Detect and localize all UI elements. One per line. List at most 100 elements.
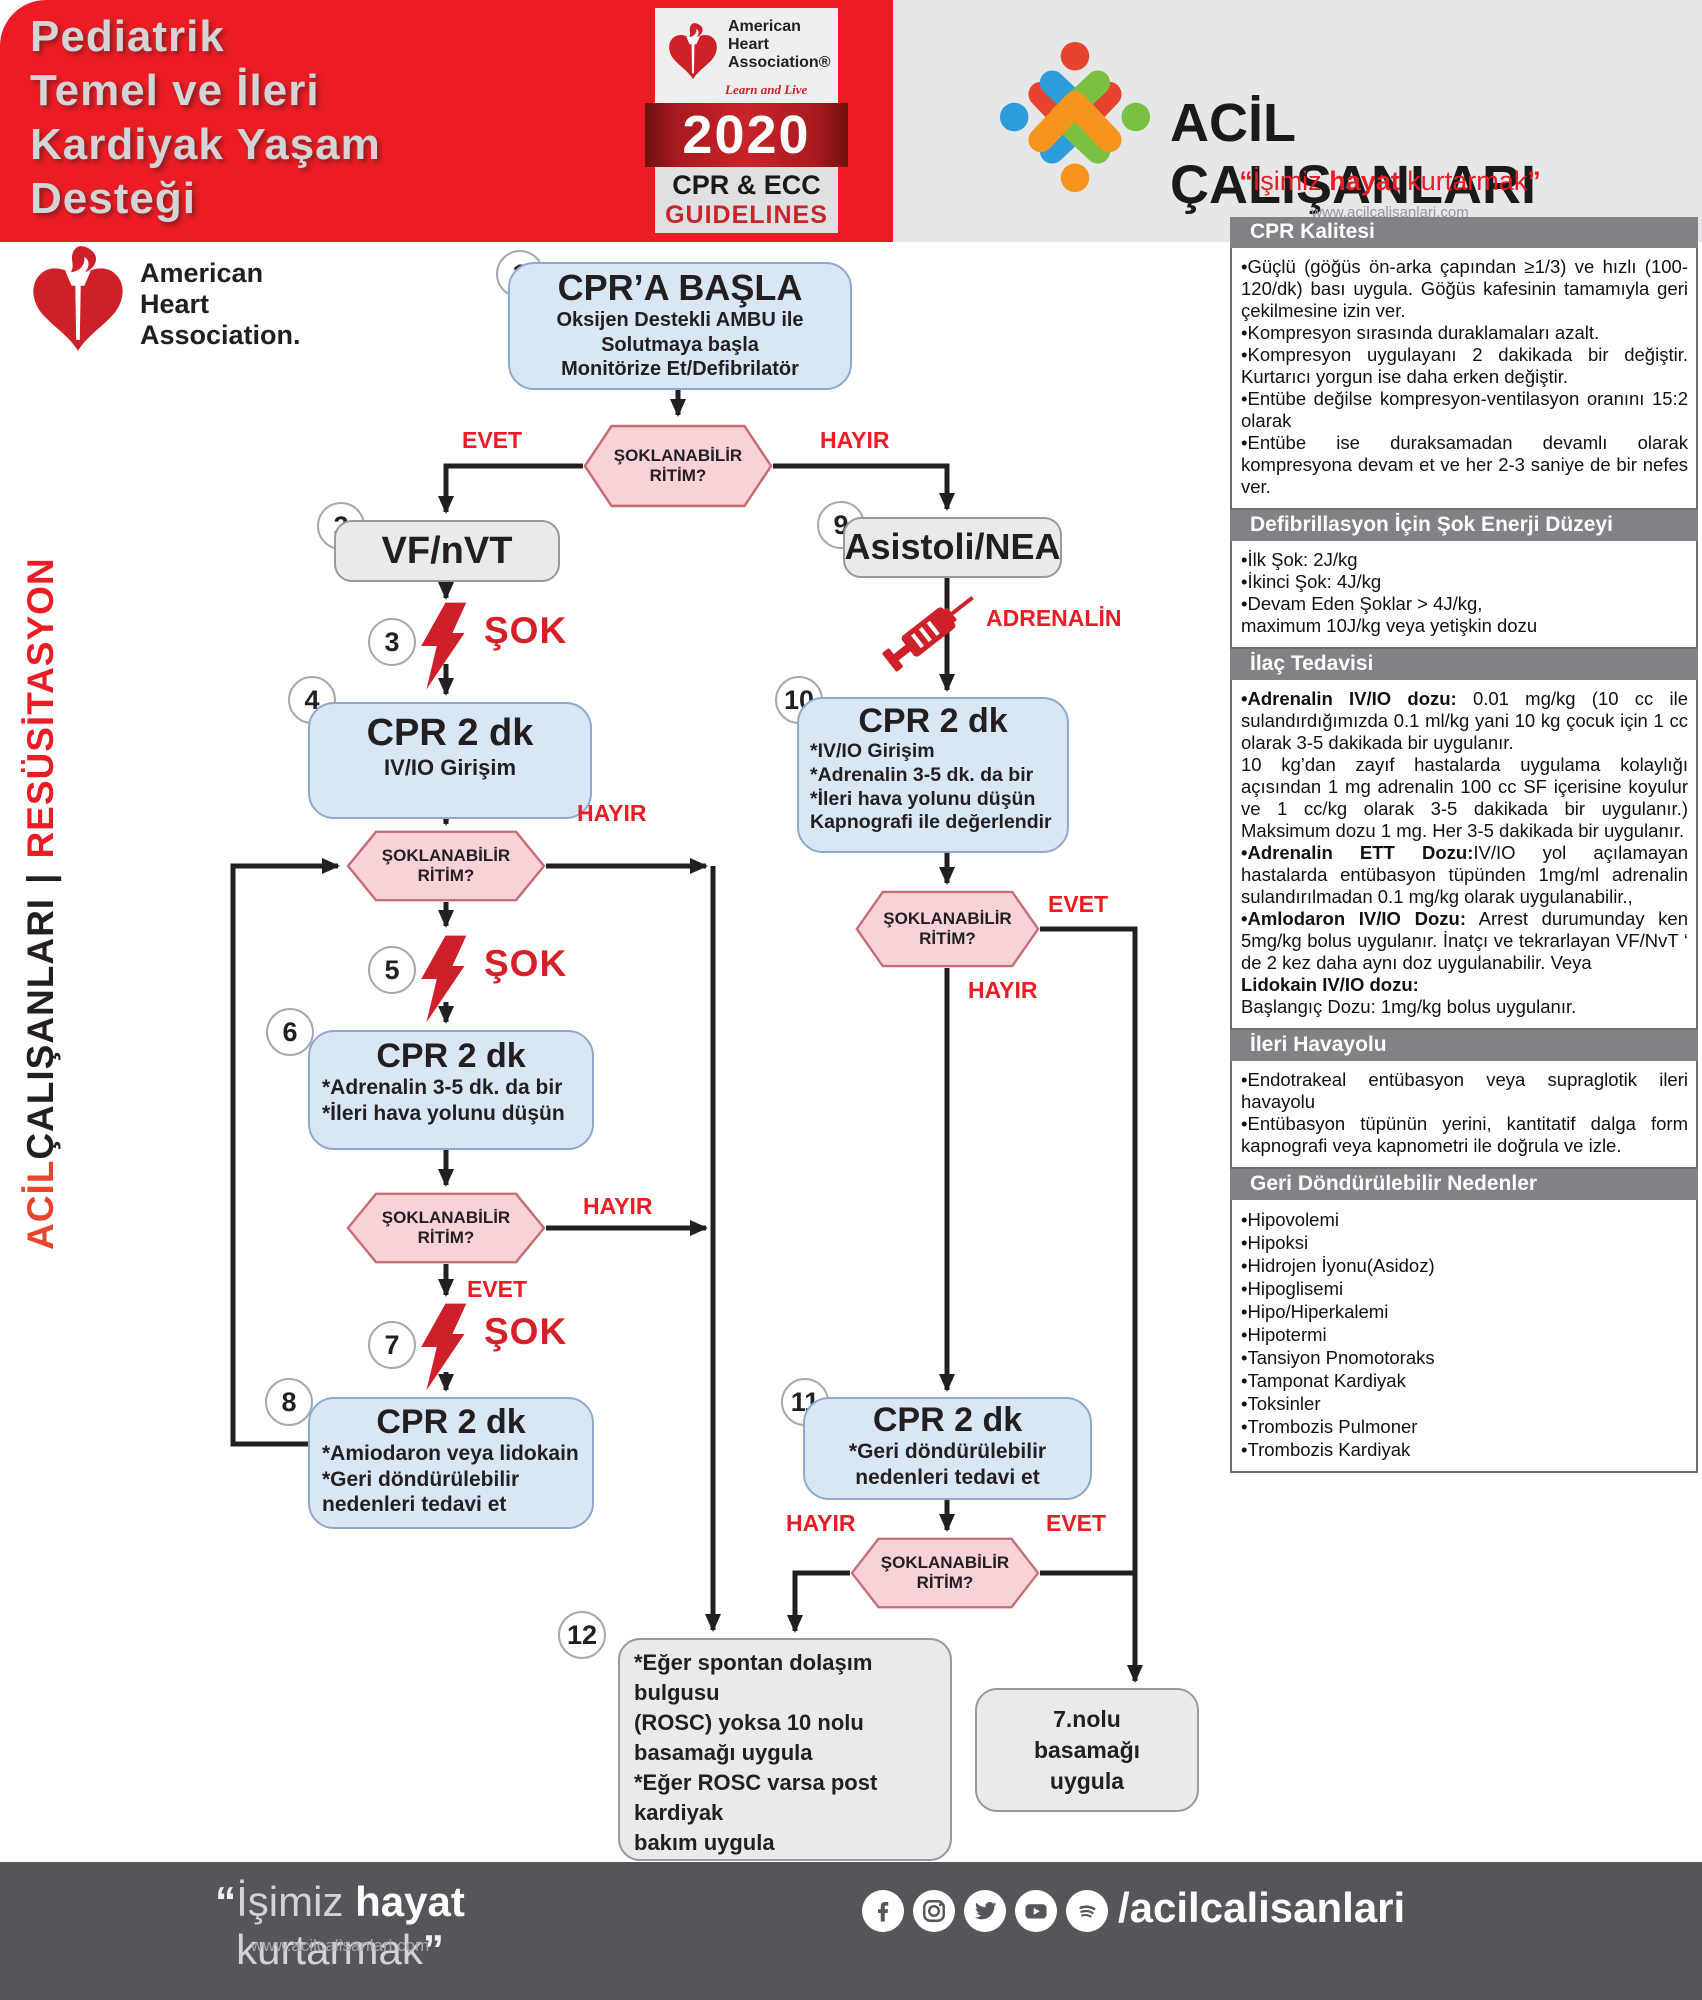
box7nolu-body: 7.nolu basamağı uygula [1033,1705,1141,1794]
label-evet-right: EVET [1048,891,1109,917]
panel-body-defibrillasyon: •İlk Şok: 2J/kg •İkinci Şok: 4J/kg •Deva… [1230,541,1698,649]
aha-badge-tagline: Learn and Live [725,82,808,97]
aha-badge-name: American Heart Association® [728,18,831,71]
box8-body: *Amiodaron veya lidokain *Geri döndürüle… [322,1442,579,1517]
panel-title-geri-dondurulebilir: Geri Döndürülebilir Nedenler [1230,1169,1698,1200]
flow-box-cpr2dk-6: CPR 2 dk *Adrenalin 3-5 dk. da bir *İler… [308,1030,594,1150]
footer-word-kurtarmak: kurtarmak [236,1926,423,1973]
flow-decision-shockable-3: ŞOKLANABİLİR RİTİM? [346,1192,546,1264]
decision1-label: ŞOKLANABİLİR RİTİM? [613,446,743,485]
panel-title-ilac-tedavisi: İlaç Tedavisi [1230,649,1698,680]
lightning-icon-shock3 [416,600,468,692]
label-evet-3: EVET [467,1276,528,1302]
panel-title-defibrillasyon: Defibrillasyon İçin Şok Enerji Düzeyi [1230,510,1698,541]
facebook-icon [862,1890,904,1932]
flow-box-cpr-basla: CPR’A BAŞLA Oksijen Destekli AMBU ile So… [508,262,852,390]
brand-website: www.acilcalisanlari.com [1311,204,1469,221]
brand-quote-open: “ [1239,166,1253,196]
brand-word-kurtarmak: kurtarmak [1407,166,1528,196]
brand-word-hayat: hayat [1329,166,1400,196]
lightning-icon-shock5 [416,933,468,1025]
youtube-icon [1015,1890,1057,1932]
edge-hex1-hayir-box9 [773,463,955,511]
box1-body: Oksijen Destekli AMBU ile Solutmaya başl… [556,309,804,381]
panel-body-cpr-kalitesi: •Güçlü (göğüs ön-arka çapından ≥1/3) ve … [1230,248,1698,510]
box4-body: IV/IO Girişim [383,754,517,780]
edge-hex1-evet-box2 [438,463,583,514]
box4-title: CPR 2 dk [366,712,534,754]
edge-hex3r-evet-box7n [1040,926,1143,1683]
box10-title: CPR 2 dk [858,702,1008,740]
footer-tagline: “İşimiz hayat kurtarmak” [120,1878,560,1974]
box10-body: *IV/IO Girişim *Adrenalin 3-5 dk. da bir… [810,740,1052,834]
box8-title: CPR 2 dk [376,1403,526,1441]
box11-title: CPR 2 dk [872,1401,1023,1439]
flow-decision-shockable-1: ŞOKLANABİLİR RİTİM? [583,424,773,508]
flow-box-cpr2dk-11: CPR 2 dk *Geri döndürülebilir nedenleri … [803,1397,1092,1500]
label-hayir-4: HAYIR [786,1510,856,1536]
label-hayir-right: HAYIR [968,977,1038,1003]
panel-body-ileri-havayolu: •Endotrakeal entübasyon veya supraglotik… [1230,1061,1698,1169]
brand-quote-close: ” [1527,166,1541,196]
step-number-6: 6 [266,1008,314,1056]
footer-social-icons [862,1890,1108,1932]
footer-quote-open: “ [215,1878,237,1925]
lightning-icon-shock7 [416,1301,468,1393]
twitter-icon [964,1890,1006,1932]
footer-quote-close: ” [422,1926,444,1973]
spotify-icon [1066,1890,1108,1932]
badge-guidelines: GUIDELINES [665,201,828,229]
edge-box8-loop-hex2 [230,858,340,1447]
aha-heart-icon-small [664,22,722,84]
flow-box-rosc-12: *Eğer spontan dolaşım bulgusu (ROSC) yok… [618,1638,952,1915]
label-evet-1: EVET [462,427,523,453]
panel-title-cpr-kalitesi: CPR Kalitesi [1230,217,1698,248]
box6-title: CPR 2 dk [376,1037,526,1075]
badge-cpr-ecc: CPR & ECC [672,170,821,200]
box1-title: CPR’A BAŞLA [557,267,803,308]
flow-decision-shockable-4: ŞOKLANABİLİR RİTİM? [850,1537,1040,1609]
footer: “İşimiz hayat kurtarmak” www.acilcalisan… [0,1862,1702,2000]
flow-decision-shockable-2: ŞOKLANABİLİR RİTİM? [346,830,546,902]
label-hayir-2: HAYIR [577,800,647,826]
step-number-12: 12 [558,1611,606,1659]
flow-decision-shockable-right: ŞOKLANABİLİR RİTİM? [855,890,1040,968]
flow-box-cpr2dk-10: CPR 2 dk *IV/IO Girişim *Adrenalin 3-5 d… [797,697,1069,853]
flow-box-cpr2dk-4: CPR 2 dk IV/IO Girişim [308,702,592,819]
aha-logo-text: American Heart Association. [140,258,301,350]
footer-website: www.acilcalisanlari.com [250,1936,430,1955]
flow-box-cpr2dk-8: CPR 2 dk *Amiodaron veya lidokain *Geri … [308,1397,594,1529]
badge-guidelines-box: CPR & ECC GUIDELINES [655,167,838,233]
shock5-label: ŞOK [484,943,568,984]
brand-word-isimiz: İşimiz [1252,166,1322,196]
syringe-icon [882,595,974,672]
step-number-7: 7 [368,1321,416,1369]
info-sidebar: CPR Kalitesi •Güçlü (göğüs ön-arka çapın… [1230,217,1698,1473]
footer-word-isimiz: İşimiz [236,1878,344,1925]
box2-title: VF/nVT [381,529,513,572]
brand-name: ACİL ÇALIŞANLARI [1170,93,1536,215]
instagram-icon [913,1890,955,1932]
step-number-8: 8 [265,1378,313,1426]
decision4-label: ŞOKLANABİLİR RİTİM? [880,1553,1010,1592]
label-hayir-1: HAYIR [820,427,890,453]
panel-body-geri-dondurulebilir: •Hipovolemi •Hipoksi •Hidrojen İyonu(Asi… [1230,1200,1698,1473]
badge-2020-ribbon: 2020 [645,103,848,167]
footer-social-handle: /acilcalisanlari [1118,1884,1406,1931]
page-title: Pediatrik Temel ve İleri Kardiyak Yaşam … [30,12,381,223]
box11-body: *Geri döndürülebilir nedenleri tedavi et [848,1440,1047,1489]
label-evet-4: EVET [1046,1510,1107,1536]
flow-box-step7: 7.nolu basamağı uygula [975,1688,1199,1812]
decision3-label: ŞOKLANABİLİR RİTİM? [381,1208,511,1247]
step-number-3: 3 [368,618,416,666]
footer-word-hayat: hayat [355,1878,465,1925]
flow-box-asistoli-nea: Asistoli/NEA [843,517,1062,578]
decision-right-label: ŞOKLANABİLİR RİTİM? [883,909,1012,948]
edge-hex4-hayir-box12 [787,1570,850,1633]
box6-body: *Adrenalin 3-5 dk. da bir *İleri hava yo… [322,1076,565,1125]
label-hayir-3: HAYIR [583,1193,653,1219]
step-number-5: 5 [368,946,416,994]
shock7-label: ŞOK [484,1311,568,1352]
